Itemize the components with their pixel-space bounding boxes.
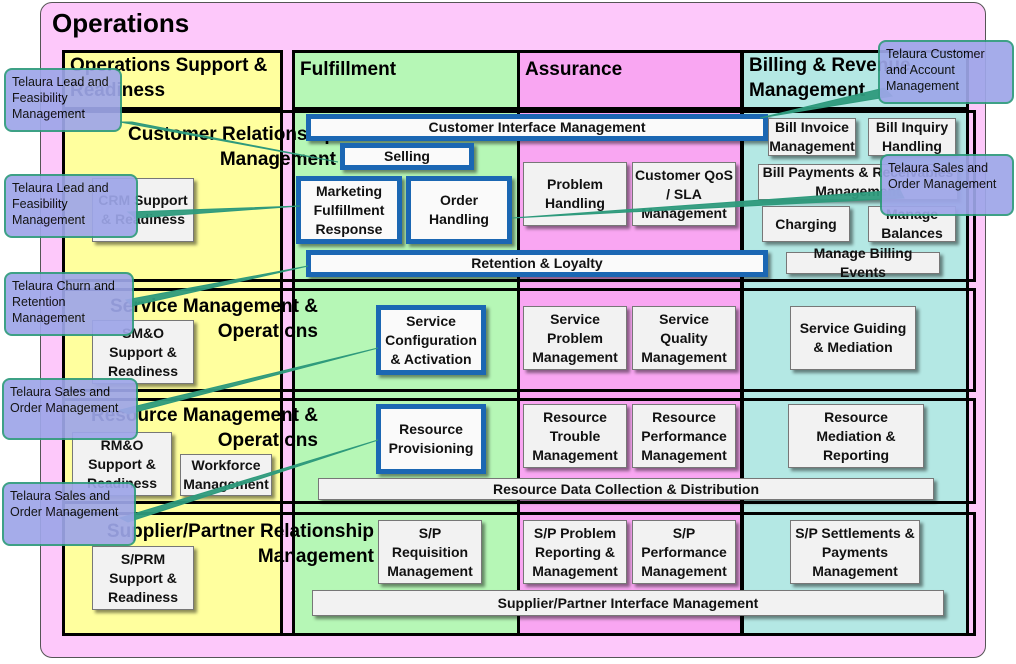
process-problem-handling[interactable]: Problem Handling xyxy=(523,162,627,226)
process-resource-mediation[interactable]: Resource Mediation & Reporting xyxy=(788,404,924,468)
process-service-config[interactable]: Service Configuration & Activation xyxy=(376,305,486,375)
callout-churn-retention: Telaura Churn and Retention Management xyxy=(4,272,134,336)
leader-c2 xyxy=(126,205,301,219)
process-resource-provisioning[interactable]: Resource Provisioning xyxy=(376,404,486,474)
process-retention-loyalty[interactable]: Retention & Loyalty xyxy=(306,250,768,277)
process-bill-inquiry[interactable]: Bill Inquiry Handling xyxy=(868,118,956,156)
process-sp-problem[interactable]: S/P Problem Reporting & Management xyxy=(523,520,627,584)
row-label-rmo: Resource Management & Operations xyxy=(90,405,318,451)
process-sprm-support[interactable]: S/PRM Support & Readiness xyxy=(92,546,194,610)
process-resource-data[interactable]: Resource Data Collection & Distribution xyxy=(318,478,934,500)
row-sprm xyxy=(62,512,976,636)
process-sp-settlements[interactable]: S/P Settlements & Payments Management xyxy=(790,520,920,584)
process-resource-trouble[interactable]: Resource Trouble Management xyxy=(523,404,627,468)
row-rmo xyxy=(62,398,976,504)
column-header-assurance: Assurance xyxy=(517,50,743,110)
callout-customer-account: Telaura Customer and Account Management xyxy=(878,40,1014,104)
leader-c3 xyxy=(124,265,309,307)
diagram-title: Operations xyxy=(52,8,190,38)
callout-lead-feasibility-2: Telaura Lead and Feasibility Management xyxy=(4,174,138,238)
callout-sales-order-1: Telaura Sales and Order Management xyxy=(2,378,138,440)
process-sp-performance[interactable]: S/P Performance Management xyxy=(632,520,736,584)
row-label-crm: Customer Relationship Management xyxy=(128,124,336,170)
process-service-quality[interactable]: Service Quality Management xyxy=(632,306,736,370)
row-label-sprm: Supplier/Partner Relationship Management xyxy=(106,521,374,567)
process-marketing-fulfillment[interactable]: Marketing Fulfillment Response xyxy=(296,176,402,244)
process-sp-requisition[interactable]: S/P Requisition Management xyxy=(378,520,482,584)
column-header-fulfillment: Fulfillment xyxy=(292,50,520,110)
process-charging[interactable]: Charging xyxy=(762,206,850,242)
leader-c1 xyxy=(119,121,339,163)
column-header-billing: Billing & Revenue Management xyxy=(741,50,969,110)
process-service-problem[interactable]: Service Problem Management xyxy=(523,306,627,370)
process-selling[interactable]: Selling xyxy=(340,143,474,170)
process-customer-interface[interactable]: Customer Interface Management xyxy=(306,114,768,141)
callout-lead-feasibility-1: Telaura Lead and Feasibility Management xyxy=(4,68,122,132)
process-resource-performance[interactable]: Resource Performance Management xyxy=(632,404,736,468)
callout-sales-order-3: Telaura Sales and Order Management xyxy=(880,154,1014,216)
leader-c7 xyxy=(511,189,905,219)
leader-c5 xyxy=(118,439,379,523)
process-bill-invoice[interactable]: Bill Invoice Management xyxy=(768,118,856,156)
callout-sales-order-2: Telaura Sales and Order Management xyxy=(2,482,136,546)
row-smo xyxy=(62,288,976,392)
process-order-handling[interactable]: Order Handling xyxy=(406,176,512,244)
leader-c4 xyxy=(118,347,379,415)
process-sp-interface[interactable]: Supplier/Partner Interface Management xyxy=(312,590,944,616)
process-service-guiding[interactable]: Service Guiding & Mediation xyxy=(790,306,916,370)
row-label-smo: Service Management & Operations xyxy=(109,296,318,342)
leader-c6 xyxy=(759,87,894,119)
